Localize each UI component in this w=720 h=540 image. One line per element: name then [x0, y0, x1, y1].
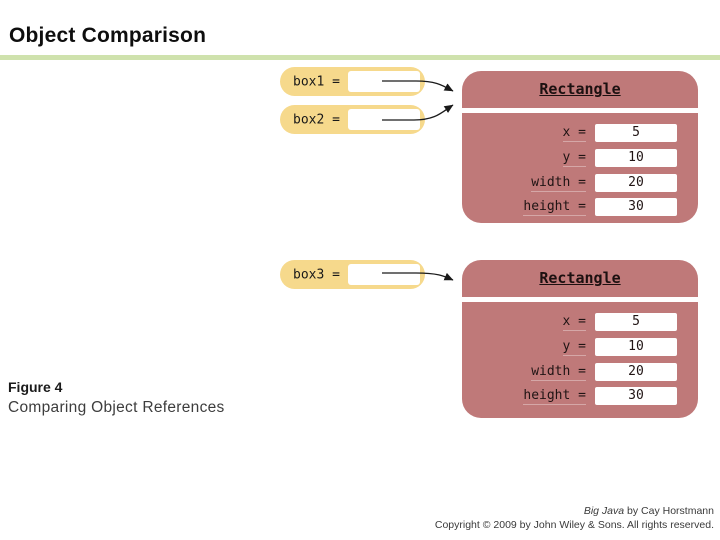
reference-box1-label: box1 = — [293, 74, 340, 89]
footer-book-title: Big Java — [583, 505, 625, 517]
field-value: 30 — [595, 387, 677, 405]
field-value: 30 — [595, 198, 677, 216]
field-label: height = — [523, 198, 586, 216]
page-title: Object Comparison — [9, 24, 207, 47]
object-rectangle-2-class-name: Rectangle — [539, 269, 621, 287]
field-row: width = 20 — [462, 174, 677, 192]
field-value: 20 — [595, 363, 677, 381]
field-label: y = — [562, 338, 586, 356]
field-value: 10 — [595, 338, 677, 356]
field-label: y = — [562, 149, 586, 167]
reference-box1-pointer-slot — [348, 71, 420, 92]
field-row: height = 30 — [462, 387, 677, 405]
object-rectangle-1: Rectangle x = 5 y = 10 width = 20 height… — [462, 71, 698, 223]
reference-box1: box1 = — [280, 67, 425, 96]
field-label: width = — [531, 363, 586, 381]
reference-box3-pointer-slot — [348, 264, 420, 285]
reference-box2-pointer-slot — [348, 109, 420, 130]
footer-credits: Big Java by Cay Horstmann Copyright © 20… — [435, 504, 714, 532]
field-value: 10 — [595, 149, 677, 167]
reference-box3: box3 = — [280, 260, 425, 289]
field-row: width = 20 — [462, 363, 677, 381]
footer-byline: Big Java by Cay Horstmann — [435, 504, 714, 518]
field-label: x = — [562, 313, 586, 331]
field-row: x = 5 — [462, 124, 677, 142]
figure-title: Comparing Object References — [8, 399, 225, 416]
footer-author: by Cay Horstmann — [624, 505, 714, 517]
field-value: 5 — [595, 313, 677, 331]
field-value: 20 — [595, 174, 677, 192]
object-rectangle-2-divider — [462, 297, 698, 302]
title-rule — [0, 55, 720, 60]
reference-box2-label: box2 = — [293, 112, 340, 127]
field-label: width = — [531, 174, 586, 192]
field-label: height = — [523, 387, 586, 405]
reference-box2: box2 = — [280, 105, 425, 134]
field-value: 5 — [595, 124, 677, 142]
object-rectangle-2: Rectangle x = 5 y = 10 width = 20 height… — [462, 260, 698, 418]
object-rectangle-1-class-name: Rectangle — [539, 80, 621, 98]
figure-caption: Figure 4 Comparing Object References — [8, 378, 225, 418]
field-row: x = 5 — [462, 313, 677, 331]
reference-box3-label: box3 = — [293, 267, 340, 282]
field-row: y = 10 — [462, 149, 677, 167]
object-rectangle-1-divider — [462, 108, 698, 113]
footer-copyright: Copyright © 2009 by John Wiley & Sons. A… — [434, 519, 714, 531]
figure-number: Figure 4 — [8, 379, 63, 395]
field-row: y = 10 — [462, 338, 677, 356]
field-row: height = 30 — [462, 198, 677, 216]
field-label: x = — [562, 124, 586, 142]
